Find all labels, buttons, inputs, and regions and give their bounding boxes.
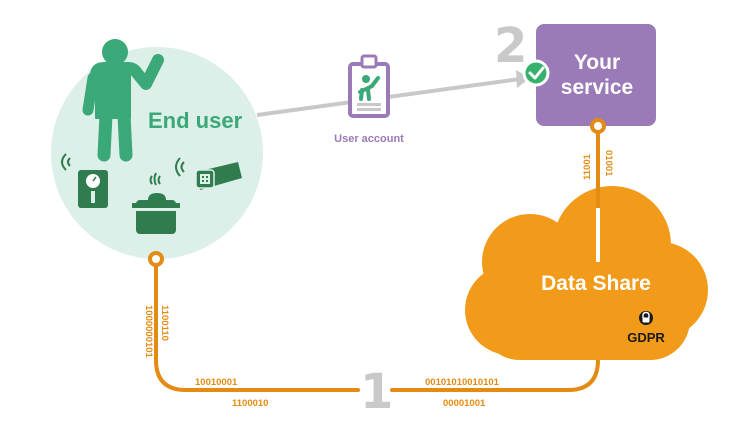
end-user-group: End user <box>51 39 263 259</box>
user-to-service-arrow <box>256 70 530 117</box>
right-data-line <box>390 126 600 392</box>
user-account-badge <box>348 54 390 118</box>
gdpr-label: GDPR <box>627 330 665 345</box>
bits-service-left: 11001 <box>582 153 593 180</box>
bits-service-right: 01001 <box>603 150 614 177</box>
bits-bottom-right-bottom: 00001001 <box>443 398 486 409</box>
data-flow-lines <box>154 126 600 392</box>
left-data-line <box>154 260 360 392</box>
cooking-pot-icon <box>132 172 180 234</box>
bits-bottom-right-top: 00101010010101 <box>425 377 500 388</box>
bits-bottom-left-bottom: 1100010 <box>232 398 268 409</box>
step-2-number: 2 <box>494 18 527 74</box>
end-user-connector-dot <box>148 251 164 267</box>
data-share-cloud <box>465 186 708 360</box>
scale-icon <box>61 153 108 208</box>
smartwatch-icon <box>175 157 242 190</box>
lock-icon <box>639 311 653 325</box>
service-connector-dot <box>590 118 606 134</box>
check-icon <box>522 59 550 87</box>
bits-bottom-left-top: 10010001 <box>195 377 238 388</box>
end-user-label: End user <box>148 108 243 133</box>
step-1-number: 1 <box>360 364 393 420</box>
user-account-label: User account <box>334 133 404 145</box>
bits-left-inner: 1100110 <box>159 305 170 341</box>
your-service-label-line2: service <box>561 76 633 99</box>
bits-left-outer: 1000000101 <box>143 305 154 359</box>
your-service-box: Your service <box>536 24 656 126</box>
arrow-head-icon <box>516 70 530 88</box>
data-share-label: Data Share <box>541 272 651 295</box>
your-service-label-line1: Your <box>574 51 620 74</box>
badge-person-icon <box>358 75 380 101</box>
person-icon <box>82 39 164 162</box>
